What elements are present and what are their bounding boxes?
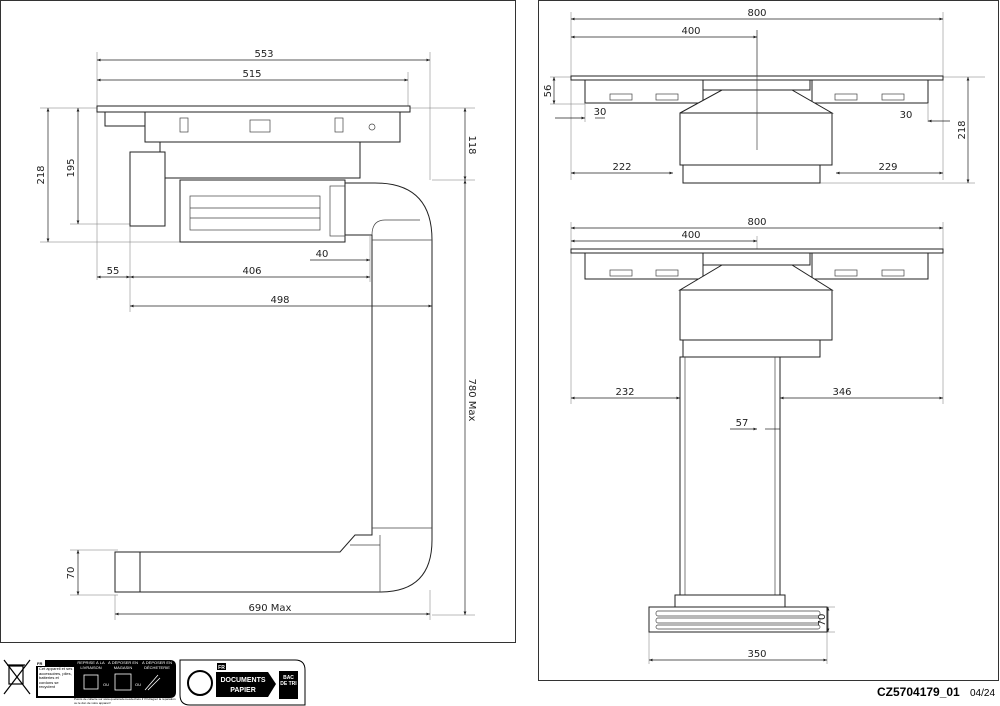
dim-800-top: 800: [747, 8, 766, 19]
shop-icon: [114, 673, 132, 691]
recycling-country: FR: [37, 661, 42, 666]
dim-70-grille: 70: [817, 614, 828, 627]
left-zone-box-2: [584, 252, 704, 280]
dim-400-top: 400: [681, 26, 700, 37]
extractor-body: [679, 112, 833, 166]
dim-55: 55: [107, 266, 120, 277]
duct-system: [114, 182, 433, 593]
recycling-option-1: REPRISE À LA LIVRAISON: [77, 661, 105, 670]
center-bar: [702, 79, 811, 91]
left-dimensions: 553 515 218 195 118 55 406 40 498 780 Ma…: [36, 49, 477, 616]
paper-country: FR: [218, 665, 225, 671]
center-bar-2: [702, 252, 811, 266]
motor-base: [682, 164, 821, 184]
dim-780-max: 780 Max: [466, 379, 477, 422]
dim-118: 118: [466, 135, 477, 154]
dim-229: 229: [878, 162, 897, 173]
dim-57: 57: [736, 418, 749, 429]
dim-350: 350: [747, 649, 766, 660]
recycling-text: Cet appareil et ses accessoires, piles, …: [38, 667, 74, 696]
recycling-option-2: À DÉPOSER EN MAGASIN: [107, 661, 138, 670]
recycling-or-1: OU: [103, 682, 109, 687]
recycling-logo: FR Cet appareil et ses accessoires, pile…: [3, 659, 176, 705]
delivery-icon: [83, 674, 99, 690]
paper-line1: DOCUMENTS: [220, 677, 265, 684]
dim-222: 222: [612, 162, 631, 173]
dim-498: 498: [270, 295, 289, 306]
left-side-view: 553 515 218 195 118 55 406 40 498 780 Ma…: [0, 0, 516, 643]
dump-icon: [144, 674, 161, 691]
hob-glass-2: [570, 248, 944, 254]
recycling-or-2: OU: [135, 682, 141, 687]
right-panel-border: [538, 0, 999, 681]
control-box: [129, 151, 166, 227]
dim-553: 553: [254, 49, 273, 60]
dim-515: 515: [242, 69, 261, 80]
triman-icon: [187, 670, 213, 696]
glass-top: [96, 105, 411, 113]
front-view-bottom: 800 400 232 346 57 70 350: [570, 217, 944, 664]
left-zone-box: [584, 79, 704, 104]
dim-800-bottom: 800: [747, 217, 766, 228]
dim-400-bottom: 400: [681, 230, 700, 241]
dim-30-left: 30: [594, 107, 607, 118]
dim-40: 40: [316, 249, 329, 260]
recycling-option-3: À DÉPOSER EN DÉCHETERIE: [141, 661, 172, 670]
sorting-bin-icon: [279, 671, 298, 699]
dim-70: 70: [66, 567, 77, 580]
dim-56: 56: [543, 85, 554, 98]
document-reference: CZ5704179_01 04/24: [877, 685, 995, 699]
dim-232: 232: [615, 387, 634, 398]
crossed-bin-icon: [3, 659, 31, 695]
dim-406: 406: [242, 266, 261, 277]
dim-195: 195: [66, 158, 77, 177]
reference-code: CZ5704179_01: [877, 685, 960, 699]
hob-unit: [96, 105, 411, 243]
right-zone-box-2: [811, 252, 929, 280]
left-panel-border: [0, 0, 516, 643]
dim-30-right: 30: [900, 110, 913, 121]
grille-slots: [655, 610, 821, 630]
recycling-footnote: Points de collecte sur www.quefairedemes…: [74, 698, 176, 705]
dim-690-max: 690 Max: [249, 603, 292, 614]
right-zone-box: [811, 79, 929, 104]
bracket: [104, 111, 146, 127]
paper-recycling-logo: FR DOCUMENTS PAPIER BAC DE TRI: [179, 659, 306, 706]
duct-outlet: [114, 551, 141, 593]
motor-block: [179, 179, 346, 243]
extractor-housing: [159, 141, 361, 179]
vertical-duct: [679, 356, 781, 596]
dim-218: 218: [36, 165, 47, 184]
duct-collar: [674, 594, 786, 608]
right-front-views: 800 400 56 30 30 218 222 229: [538, 0, 999, 681]
dim-218-front: 218: [957, 120, 968, 139]
dim-346: 346: [832, 387, 851, 398]
paper-bin-text: BAC DE TRI: [280, 675, 297, 687]
hob-body: [144, 111, 401, 143]
motor-base-2: [682, 339, 821, 358]
reference-date: 04/24: [970, 688, 995, 699]
extractor-body-2: [679, 289, 833, 341]
front-view-top: 800 400 56 30 30 218 222 229: [543, 8, 985, 184]
paper-line2: PAPIER: [230, 687, 256, 694]
